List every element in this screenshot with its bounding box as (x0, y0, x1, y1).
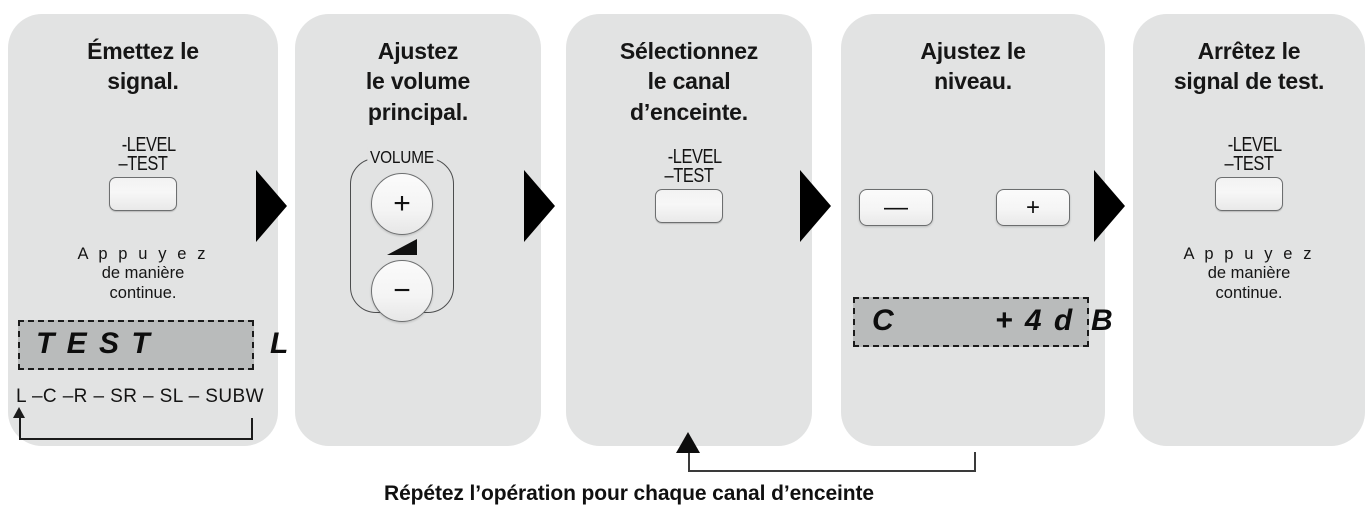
step-panel-1: Émettez le signal. -LEVEL –TEST A p p u … (8, 14, 288, 446)
level-down-button[interactable]: — (859, 189, 933, 226)
repeat-loop-arrow-icon (676, 432, 700, 453)
minus-icon: — (884, 193, 908, 221)
repeat-loop-connector (688, 452, 976, 472)
step-4-title-line1: Ajustez le (920, 38, 1026, 64)
step-1-channel-loop-arrow-icon (12, 407, 25, 418)
step-2-title-line3: principal. (367, 98, 469, 125)
step-panel-3: Sélectionnez le canal d’enceinte. -LEVEL… (566, 14, 812, 446)
plus-icon: + (393, 187, 411, 220)
step-3-level-test-group: -LEVEL –TEST (609, 146, 769, 223)
step-2-title-line1: Ajustez (377, 38, 459, 64)
step-1-test-label: –TEST (118, 153, 168, 175)
step-1-channel-chain: L –C –R – SR – SL – SUBW (16, 386, 264, 407)
step-5-level-label: -LEVEL (1227, 134, 1282, 156)
step-4-display-channel: C (872, 304, 896, 337)
plus-icon: + (1025, 193, 1041, 221)
step-5-test-label: –TEST (1224, 153, 1274, 175)
step-panel-2: Ajustez le volume principal. VOLUME + − (295, 14, 541, 446)
step-1-display-outside-label: L (270, 327, 289, 360)
step-1-press-note: A p p u y e z de manière continue. (28, 245, 258, 303)
step-5-level-test-button[interactable] (1215, 177, 1283, 211)
step-3-test-label: –TEST (664, 165, 714, 187)
step-panel-5: Arrêtez le signal de test. -LEVEL –TEST … (1133, 14, 1365, 446)
flow-chevron-1-icon (256, 170, 287, 242)
step-3-level-test-button[interactable] (655, 189, 723, 223)
step-5-level-test-group: -LEVEL –TEST (1169, 134, 1329, 211)
step-4-display-value: + 4 d (995, 304, 1075, 337)
volume-up-button[interactable]: + (371, 173, 433, 235)
step-5-note-line2: de manière (1207, 264, 1291, 283)
step-1-title-line1: Émettez le (87, 38, 199, 64)
step-1-display-text: T E S T (36, 327, 152, 360)
step-2-title-line2: le volume (365, 68, 471, 95)
repeat-caption: Répétez l’opération pour chaque canal d’… (384, 482, 874, 505)
step-3-level-label: -LEVEL (667, 146, 722, 168)
step-5-note-line1: A p p u y e z (1183, 245, 1315, 263)
step-3-level-test-label: -LEVEL –TEST (623, 146, 754, 187)
volume-label: VOLUME (367, 147, 437, 167)
step-4-display-outside-label: B (1091, 304, 1113, 337)
step-4-title-line2: niveau. (934, 68, 1012, 95)
step-5-title-line2: signal de test. (1173, 68, 1325, 95)
flow-chevron-2-icon (524, 170, 555, 242)
step-2-title: Ajustez le volume principal. (295, 36, 541, 127)
minus-icon: − (393, 274, 411, 307)
step-1-title-line2: signal. (107, 68, 179, 95)
volume-level-wedge-icon (387, 239, 417, 255)
step-2-volume-rocker: VOLUME + − (350, 147, 454, 322)
step-1-channel-loop (19, 418, 253, 440)
step-1-note-line2: de manière (101, 264, 185, 283)
step-5-title: Arrêtez le signal de test. (1133, 36, 1365, 97)
step-1-level-test-label: -LEVEL –TEST (77, 134, 208, 175)
flow-chevron-4-icon (1094, 170, 1125, 242)
step-3-title-line1: Sélectionnez (619, 38, 759, 64)
step-5-level-test-label: -LEVEL –TEST (1183, 134, 1314, 175)
step-panel-4: Ajustez le niveau. — + C + 4 d B (841, 14, 1113, 446)
step-1-display (18, 320, 254, 370)
step-1-level-label: -LEVEL (121, 134, 176, 156)
step-1-note-line1: A p p u y e z (77, 245, 209, 263)
step-3-title: Sélectionnez le canal d’enceinte. (566, 36, 812, 127)
step-4-display (853, 297, 1089, 347)
flow-chevron-3-icon (800, 170, 831, 242)
step-1-note-line3: continue. (109, 283, 177, 302)
step-1-level-test-button[interactable] (109, 177, 177, 211)
step-4-title: Ajustez le niveau. (841, 36, 1105, 97)
step-3-title-line2: le canal (647, 68, 731, 95)
step-3-title-line3: d’enceinte. (630, 98, 748, 125)
step-5-press-note: A p p u y e z de manière continue. (1145, 245, 1353, 303)
step-5-title-line1: Arrêtez le (1197, 38, 1301, 64)
step-1-level-test-group: -LEVEL –TEST (63, 134, 223, 211)
volume-down-button[interactable]: − (371, 260, 433, 322)
level-up-button[interactable]: + (996, 189, 1070, 226)
step-1-title: Émettez le signal. (8, 36, 278, 97)
step-5-note-line3: continue. (1215, 283, 1283, 302)
